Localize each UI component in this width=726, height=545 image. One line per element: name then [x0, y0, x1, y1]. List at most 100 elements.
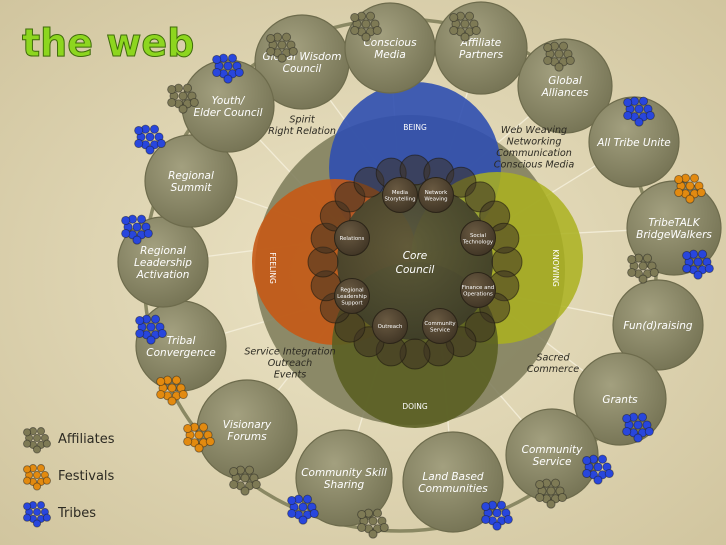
- inner-node-label-line: Operations: [463, 291, 493, 297]
- tribe-dot: [633, 420, 643, 430]
- tribe-dot: [135, 315, 145, 326]
- knowing-label: KNOWING: [551, 249, 560, 287]
- outer-node-circle: [517, 38, 613, 134]
- tribe-dot: [146, 335, 156, 345]
- outer-node-all-tribe-unite[interactable]: All Tribe Unite: [588, 96, 680, 188]
- tribe-dot: [287, 495, 297, 506]
- legend-label: Tribes: [57, 506, 96, 521]
- tribe-dot: [121, 215, 131, 226]
- affiliate-dot: [449, 25, 459, 36]
- tribe-dot: [134, 138, 144, 149]
- inner-node-label-line: Finance and: [462, 285, 494, 291]
- affiliate-dot: [638, 274, 648, 284]
- affiliate-dot: [229, 466, 239, 477]
- tribe-cluster: [622, 412, 654, 443]
- outer-node-label-line: Regional: [168, 170, 214, 182]
- annotation-sacred-commerce-line: Sacred: [536, 352, 570, 363]
- tribe-cluster: [582, 454, 614, 485]
- outer-node-circle: [144, 134, 238, 228]
- affiliate-cluster: [350, 11, 382, 42]
- annotation-service-integration-outreach-events-line: Outreach: [268, 358, 312, 369]
- outer-node-label-line: Youth/: [212, 95, 246, 107]
- tribe-dot: [622, 426, 632, 437]
- legend-affiliate-icon: [23, 427, 51, 454]
- inner-node-label-line: Technology: [462, 239, 494, 245]
- outer-node-label-line: Conscious: [363, 37, 417, 49]
- affiliate-cluster: [229, 465, 261, 496]
- affiliate-dot: [372, 25, 382, 36]
- outer-node-grants[interactable]: Grants: [573, 352, 667, 446]
- affiliate-dot: [182, 83, 193, 93]
- outer-node-label-line: Fun(d)raising: [623, 320, 692, 332]
- tribe-dot: [136, 214, 147, 224]
- outer-node-circle: [573, 352, 667, 446]
- inner-node-label-line: Service: [430, 327, 451, 333]
- affiliate-dot: [361, 19, 371, 29]
- outer-node-youth-elder-council[interactable]: Youth/Elder Council: [181, 59, 275, 153]
- festival-dot: [674, 187, 684, 198]
- affiliate-dot: [460, 32, 470, 42]
- affiliate-dot: [372, 508, 383, 518]
- affiliate-dot: [288, 46, 298, 57]
- outer-node-label-line: BridgeWalkers: [636, 229, 712, 241]
- outer-node-circle: [295, 429, 393, 527]
- outer-node-label-line: Community: [522, 444, 584, 456]
- affiliate-dot: [642, 253, 653, 263]
- festival-dot: [32, 470, 42, 480]
- affiliate-dot: [178, 91, 188, 101]
- annotation-web-weaving-networking-communication-conscious-media-line: Web Weaving: [501, 125, 567, 136]
- affiliate-dot: [471, 25, 481, 36]
- tribe-dot: [582, 455, 592, 466]
- tribe-dot: [492, 521, 502, 531]
- inner-node-relations[interactable]: Relations: [334, 220, 370, 256]
- core-overlap: [337, 184, 493, 340]
- tribe-cluster: [287, 494, 319, 525]
- affiliate-dot: [546, 486, 556, 496]
- inner-node-label-line: Outreach: [378, 324, 403, 330]
- outer-node-label-line: Global: [548, 75, 582, 87]
- tribe-dot: [157, 328, 167, 339]
- outer-node-fun-d-raising[interactable]: Fun(d)raising: [612, 279, 704, 371]
- tribe-dot: [42, 513, 51, 522]
- affiliate-dot: [460, 19, 470, 29]
- tribe-dot: [146, 322, 156, 332]
- annotation-web-weaving-networking-communication-conscious-media-line: Conscious Media: [494, 159, 575, 170]
- tribe-dot: [682, 250, 692, 261]
- tribe-dot: [156, 138, 166, 149]
- affiliate-dot: [189, 97, 199, 108]
- affiliate-dot: [379, 522, 389, 533]
- affiliate-dot: [357, 522, 367, 533]
- festival-dot: [178, 389, 188, 400]
- affiliate-dot: [365, 11, 376, 21]
- outer-node-label-line: Service: [533, 456, 572, 468]
- outer-node-label-line: Alliances: [541, 87, 589, 99]
- inner-node-outreach[interactable]: Outreach: [372, 308, 408, 344]
- outer-node-label-line: Summit: [171, 182, 213, 194]
- core-council-line1: Core: [403, 250, 428, 262]
